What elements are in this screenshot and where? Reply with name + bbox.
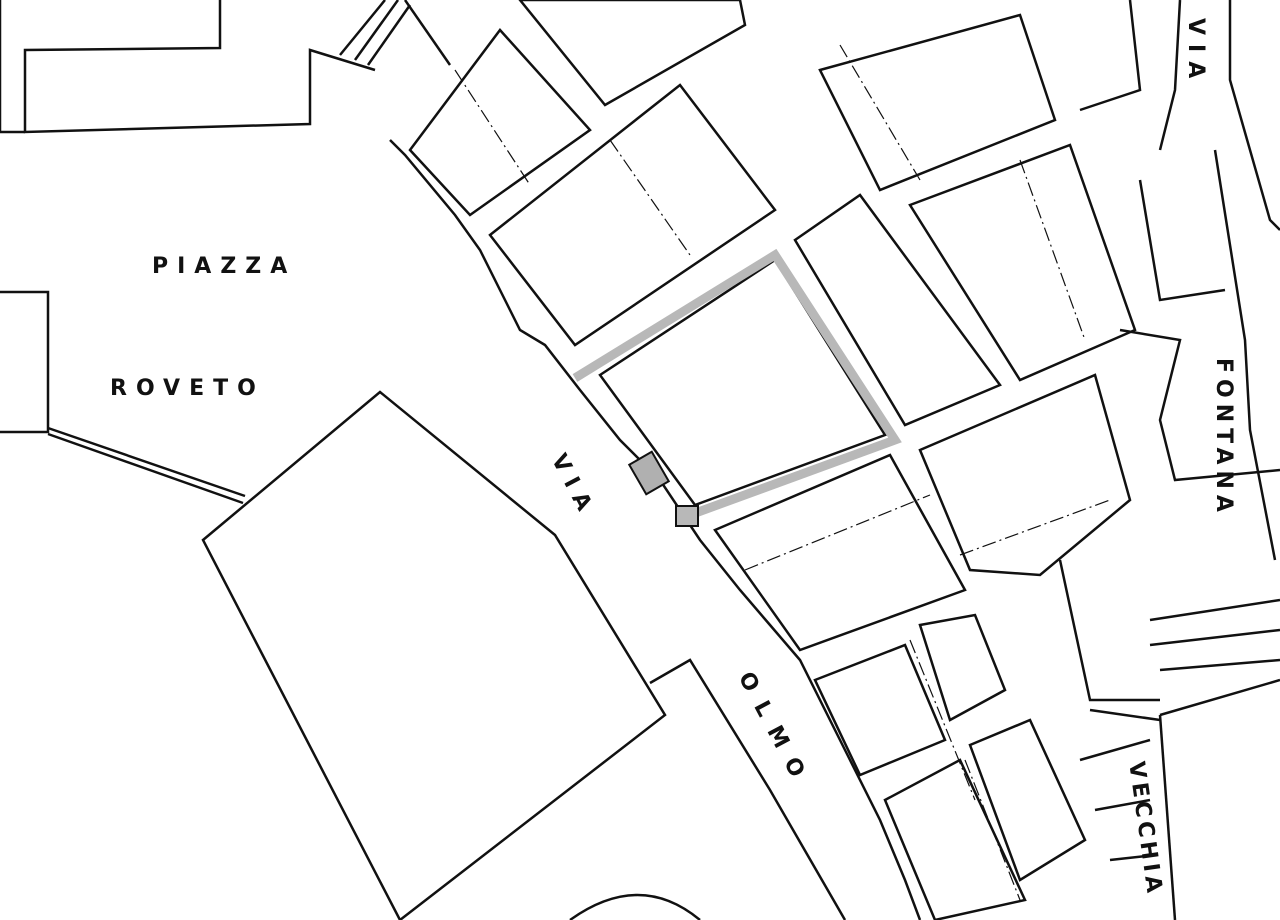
street-edge [1158, 714, 1177, 920]
street-edge [1089, 708, 1161, 722]
centerline [1019, 159, 1086, 341]
boundary-line [47, 426, 246, 498]
boundary-line [47, 432, 244, 505]
label-via-top: VIA [1183, 18, 1208, 88]
building [883, 758, 1027, 920]
highlighted-pier [627, 450, 671, 496]
street-edge [1149, 628, 1280, 647]
street-edge [1079, 0, 1142, 112]
street-edge [1213, 149, 1277, 561]
stairs [339, 0, 386, 56]
building [918, 373, 1132, 577]
building-frontage [389, 139, 922, 920]
street-edge [1159, 678, 1280, 717]
centerline [964, 759, 1021, 901]
label-roveto: ROVETO [110, 376, 265, 401]
street-edge [1138, 179, 1226, 302]
circle-arc [569, 893, 701, 920]
building [598, 258, 887, 507]
street-edge [1159, 658, 1280, 672]
centerline [454, 69, 531, 186]
street-edge [1158, 0, 1182, 151]
street-edge [649, 658, 847, 920]
street-edge [1079, 738, 1151, 762]
highlighted-parcel [572, 248, 902, 520]
label-fontana: FONTANA [1211, 358, 1236, 518]
building-outline [0, 0, 25, 134]
street-edge [403, 0, 452, 66]
building [818, 13, 1057, 192]
large-block [201, 390, 667, 920]
highlighted-pier [675, 505, 699, 527]
building [968, 718, 1087, 882]
centerline [959, 499, 1111, 556]
street-edge [1109, 853, 1156, 862]
label-piazza: PIAZZA [152, 254, 297, 279]
centerline [609, 139, 691, 256]
building-outline [23, 0, 376, 134]
street-edge [1094, 798, 1151, 812]
stairs [366, 4, 412, 66]
building [918, 613, 1007, 722]
street-edge [1149, 598, 1280, 622]
building [408, 28, 592, 217]
street-edge [1228, 0, 1280, 231]
centerline [909, 639, 976, 801]
building [813, 643, 947, 777]
building [793, 193, 1002, 427]
street-edge [1058, 559, 1160, 702]
building [713, 453, 967, 652]
building [488, 83, 777, 347]
centerline [839, 44, 921, 181]
street-edge [1119, 328, 1280, 482]
centerline [744, 494, 931, 571]
stairs [353, 0, 400, 61]
building-outline [0, 290, 50, 434]
building [518, 0, 747, 107]
building [908, 143, 1137, 382]
